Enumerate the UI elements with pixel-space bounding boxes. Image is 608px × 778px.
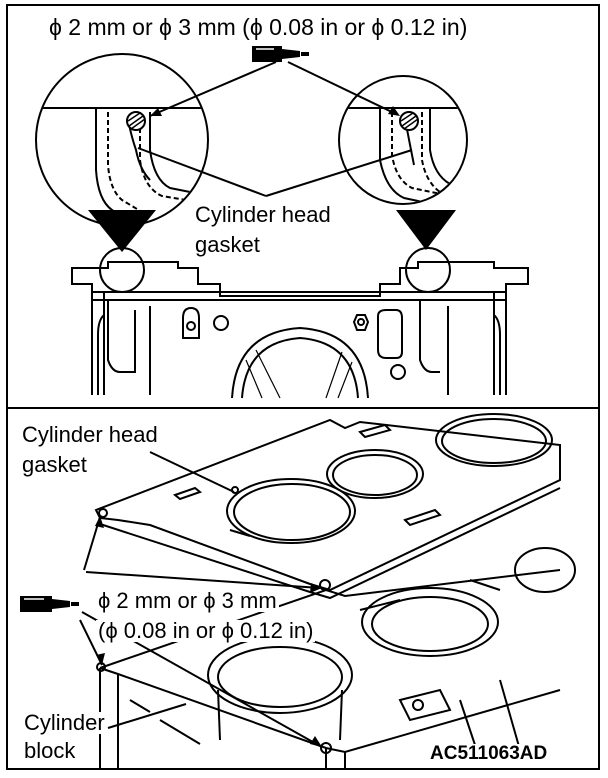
bottom-gasket-label-line1: Cylinder head	[22, 422, 158, 447]
arrow-to-left-bead	[149, 61, 277, 117]
top-gasket-label-line1: Cylinder head	[193, 202, 333, 227]
leader-bottom-block	[107, 703, 187, 729]
bottom-gasket-label-line2: gasket	[22, 452, 87, 477]
callout-pointer-right	[396, 210, 456, 250]
arrow-to-right-bead	[287, 61, 397, 115]
sealant-tube-icon	[252, 46, 309, 62]
bottom-cylinder-block	[96, 547, 576, 770]
panel-divider	[6, 407, 600, 409]
block-label-line1: Cylinder	[22, 710, 107, 735]
block-bead-right	[320, 742, 332, 754]
top-engine-block-section	[71, 261, 529, 399]
leader-gasket-right	[265, 149, 413, 197]
detail-circle-left-small	[99, 247, 145, 293]
block-label-line2: block	[22, 738, 78, 763]
gasket-bead-left	[98, 508, 108, 518]
magnified-view-right	[338, 75, 468, 205]
top-bead-spec-label: ϕ 2 mm or ϕ 3 mm (ϕ 0.08 in or ϕ 0.12 in…	[49, 14, 468, 40]
arrow-to-gasket-bead-right	[85, 571, 321, 589]
bottom-bead-spec-line1: ϕ 2 mm or ϕ 3 mm	[96, 588, 279, 613]
leader-gasket-left	[137, 147, 267, 197]
bottom-gasket-perspective	[94, 413, 561, 600]
detail-circle-right-small	[405, 247, 451, 293]
top-gasket-label-line2: gasket	[193, 232, 262, 257]
sealant-tube-icon-bottom	[20, 596, 79, 612]
bottom-bead-spec-line2: (ϕ 0.08 in or ϕ 0.12 in)	[96, 618, 316, 643]
callout-pointer-left	[88, 210, 156, 252]
figure-code: AC511063AD	[428, 743, 550, 764]
magnified-view-left	[35, 53, 209, 227]
leader-bottom-gasket	[149, 451, 235, 493]
